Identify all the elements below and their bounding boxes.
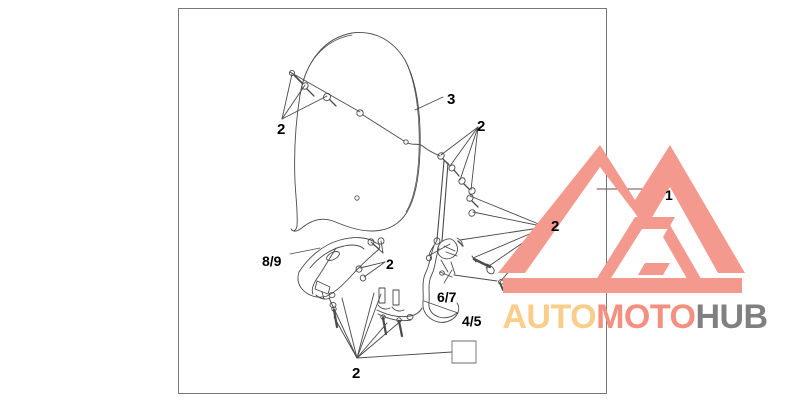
wordmark-part-hub: HUB [695, 298, 768, 336]
callout-label-3: 3 [447, 91, 456, 108]
callout-label-2-upper-right: 2 [477, 118, 486, 135]
wordmark-part-moto: MOTO [596, 298, 696, 336]
callout-label-2-right: 2 [551, 218, 560, 235]
callout-label-8-9: 8/9 [262, 253, 282, 269]
callout-label-2-lower: 2 [352, 365, 361, 382]
diagram-frame [178, 8, 607, 394]
callout-label-1: 1 [665, 187, 673, 203]
callout-label-4-5: 4/5 [462, 313, 482, 329]
callout-label-6-7: 6/7 [437, 289, 457, 305]
callout-label-2-centre: 2 [386, 256, 394, 272]
callout-label-2-upper-left: 2 [277, 121, 286, 138]
